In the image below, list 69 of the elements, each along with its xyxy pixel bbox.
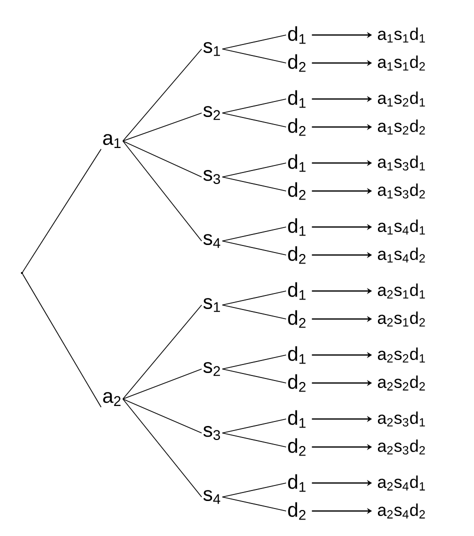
outcome-label: a$_{2}$s$_{2}$d$_{2}$ xyxy=(378,376,425,390)
branch-line xyxy=(222,226,286,242)
tree-label: s$_{2}$ xyxy=(203,106,220,120)
tree-label: s$_{3}$ xyxy=(203,426,220,440)
tree-label: d$_{2}$ xyxy=(288,246,306,264)
outcome-label: a$_{2}$s$_{4}$d$_{2}$ xyxy=(378,504,425,518)
branch-line xyxy=(122,140,202,242)
outcome-label: a$_{1}$s$_{2}$d$_{1}$ xyxy=(378,92,425,106)
branch-line xyxy=(222,176,286,192)
branch-line xyxy=(222,482,286,498)
outcome-label: a$_{2}$s$_{1}$d$_{2}$ xyxy=(378,312,425,326)
branch-line xyxy=(222,34,286,50)
tree-label: s$_{4}$ xyxy=(203,234,220,248)
outcome-label: a$_{1}$s$_{3}$d$_{1}$ xyxy=(378,156,425,171)
tree-label: d$_{1}$ xyxy=(288,282,306,300)
tree-label: s$_{4}$ xyxy=(203,490,220,504)
tree-label: s$_{2}$ xyxy=(203,362,220,376)
branch-line xyxy=(222,304,286,320)
tree-label: d$_{1}$ xyxy=(288,26,306,44)
tree-label: d$_{2}$ xyxy=(288,502,306,520)
outcome-label: a$_{2}$s$_{3}$d$_{2}$ xyxy=(378,440,425,454)
branch-line xyxy=(222,112,286,128)
outcome-label: a$_{2}$s$_{3}$d$_{1}$ xyxy=(378,412,425,426)
tree-label: d$_{1}$ xyxy=(288,154,306,172)
branch-line xyxy=(22,148,102,272)
branch-line xyxy=(222,354,286,370)
branch-line xyxy=(222,240,286,256)
tree-label: d$_{2}$ xyxy=(288,310,306,328)
tree-label: s$_{1}$ xyxy=(203,298,220,312)
branch-line xyxy=(222,162,286,178)
tree-label: d$_{1}$ xyxy=(288,90,306,108)
outcome-label: a$_{1}$s$_{1}$d$_{2}$ xyxy=(378,56,425,70)
tree-label: a$_{1}$ xyxy=(103,134,121,148)
branch-line xyxy=(22,274,102,408)
tree-label: d$_{1}$ xyxy=(288,346,306,364)
tree-label: d$_{2}$ xyxy=(288,54,306,72)
outcome-label: a$_{1}$s$_{4}$d$_{1}$ xyxy=(378,220,425,234)
tree-label: d$_{1}$ xyxy=(288,218,306,236)
outcome-label: a$_{1}$s$_{3}$d$_{2}$ xyxy=(378,184,425,198)
tree-label: s$_{1}$ xyxy=(203,42,220,56)
branch-line xyxy=(222,290,286,306)
outcome-label: a$_{2}$s$_{4}$d$_{1}$ xyxy=(378,476,425,490)
branch-line xyxy=(122,398,202,434)
outcome-label: a$_{1}$s$_{1}$d$_{1}$ xyxy=(378,28,425,42)
outcome-label: a$_{1}$s$_{4}$d$_{2}$ xyxy=(378,248,425,262)
branch-line xyxy=(122,368,202,400)
branch-line xyxy=(222,368,286,384)
tree-label: d$_{2}$ xyxy=(288,438,306,456)
tree-label: s$_{3}$ xyxy=(203,170,220,184)
branch-line xyxy=(222,432,286,448)
tree-label: d$_{1}$ xyxy=(288,474,306,492)
tree-label: d$_{1}$ xyxy=(288,410,306,428)
branch-point xyxy=(20,272,24,274)
outcome-label: a$_{1}$s$_{2}$d$_{2}$ xyxy=(378,120,425,134)
branch-line xyxy=(122,48,202,142)
branch-line xyxy=(122,398,202,498)
outcome-label: a$_{2}$s$_{2}$d$_{1}$ xyxy=(378,348,425,362)
branch-line xyxy=(122,112,202,142)
outcome-label: a$_{2}$s$_{1}$d$_{1}$ xyxy=(378,284,425,298)
branch-line xyxy=(222,98,286,114)
branch-line xyxy=(122,304,202,400)
tree-label: d$_{2}$ xyxy=(288,374,306,392)
tree-label: a$_{2}$ xyxy=(103,392,120,406)
branch-line xyxy=(222,496,286,512)
branch-line xyxy=(222,418,286,434)
branch-line xyxy=(122,140,202,178)
tree-label: d$_{2}$ xyxy=(288,118,306,136)
branch-line xyxy=(222,48,286,64)
tree-label: d$_{2}$ xyxy=(288,182,306,200)
